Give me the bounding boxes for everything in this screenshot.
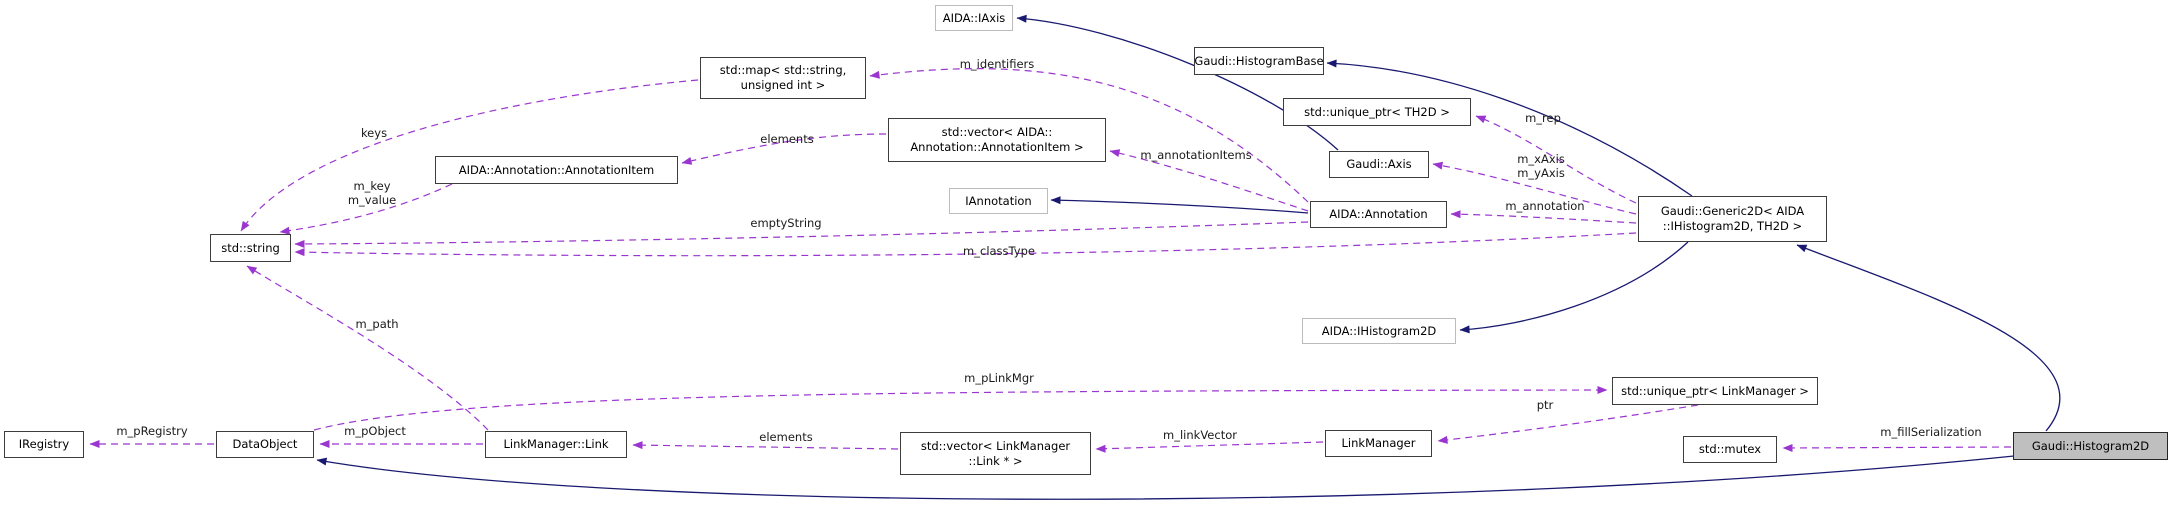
- edge-label-keys: keys: [360, 126, 388, 140]
- edge-keys: [240, 79, 699, 232]
- node-linkmanager[interactable]: LinkManager: [1325, 430, 1432, 457]
- edge-label-m-identifiers: m_identifiers: [959, 57, 1035, 71]
- edge-m-xaxis-m-yaxis: [1432, 161, 1637, 215]
- node-gaudi-generic2d[interactable]: Gaudi::Generic2D< AIDA ::IHistogram2D, T…: [1638, 196, 1827, 242]
- node-annotationitem[interactable]: AIDA::Annotation::AnnotationItem: [435, 156, 678, 184]
- edge-label-ptr: ptr: [1536, 398, 1554, 412]
- edge-label-m-pobject: m_pObject: [344, 424, 406, 438]
- node-gaudi-axis[interactable]: Gaudi::Axis: [1329, 151, 1429, 178]
- edge-m-annotationitems: [1109, 149, 1309, 212]
- edge-label-m-key-m-value: m_key m_value: [347, 179, 397, 208]
- node-std-map[interactable]: std::map< std::string, unsigned int >: [700, 57, 866, 99]
- edge-label-emptystring: emptyString: [750, 216, 822, 230]
- edge-label-elements-bottom: elements: [759, 430, 813, 444]
- edge-m-fillserialization: [1782, 443, 2012, 452]
- edge-m-linkvector: [1095, 441, 1324, 453]
- node-aida-ihistogram2d: AIDA::IHistogram2D: [1302, 318, 1456, 344]
- node-vector-linkmanager-link[interactable]: std::vector< LinkManager ::Link * >: [900, 432, 1091, 475]
- edge-label-m-plinkmgr: m_pLinkMgr: [964, 371, 1034, 385]
- edge-label-m-linkvector: m_linkVector: [1163, 428, 1237, 442]
- edge-ptr: [1437, 404, 1699, 444]
- edge-generic2d-to-histogrambase: [1326, 59, 1693, 197]
- node-dataobject[interactable]: DataObject: [216, 431, 314, 458]
- edge-elements-annotationitem: [681, 133, 887, 165]
- edge-emptystring: [294, 221, 1309, 248]
- node-aida-iaxis: AIDA::IAxis: [935, 5, 1013, 31]
- edge-annotation-to-iannotation: [1050, 196, 1309, 214]
- edge-generic2d-to-ihistogram2d: [1459, 241, 1689, 334]
- edge-m-identifiers: [869, 68, 1309, 203]
- node-gaudi-histogram2d: Gaudi::Histogram2D: [2013, 432, 2168, 460]
- node-std-string[interactable]: std::string: [210, 234, 291, 262]
- edge-m-annotation: [1450, 210, 1637, 224]
- node-iannotation: IAnnotation: [949, 188, 1048, 214]
- edge-label-m-annotation: m_annotation: [1505, 199, 1585, 213]
- node-std-unique-ptr-th2d[interactable]: std::unique_ptr< TH2D >: [1283, 98, 1471, 126]
- edge-m-plinkmgr: [313, 386, 1608, 431]
- node-iregistry[interactable]: IRegistry: [4, 431, 84, 458]
- node-linkmanager-link[interactable]: LinkManager::Link: [485, 431, 627, 458]
- edge-label-elements-top: elements: [760, 132, 814, 146]
- edge-label-m-path: m_path: [355, 317, 399, 331]
- edge-m-rep: [1475, 115, 1637, 204]
- edge-histogram2d-to-generic2d: [1796, 244, 2061, 432]
- node-unique-ptr-linkmanager[interactable]: std::unique_ptr< LinkManager >: [1612, 377, 1818, 405]
- node-aida-annotation[interactable]: AIDA::Annotation: [1310, 201, 1447, 228]
- node-gaudi-histogrambase[interactable]: Gaudi::HistogramBase: [1194, 47, 1324, 75]
- edge-label-m-rep: m_rep: [1525, 111, 1561, 125]
- edge-label-m-classtype: m_classType: [963, 244, 1035, 258]
- edge-m-key-m-value: [279, 183, 453, 235]
- edge-m-classtype: [294, 232, 1637, 257]
- node-std-mutex[interactable]: std::mutex: [1683, 436, 1777, 463]
- edge-label-m-xaxis-m-yaxis: m_xAxis m_yAxis: [1517, 152, 1565, 181]
- edge-label-m-fillserialization: m_fillSerialization: [1880, 425, 1982, 439]
- node-vector-annotationitem[interactable]: std::vector< AIDA:: Annotation::Annotati…: [888, 118, 1106, 162]
- edge-label-m-pregistry: m_pRegistry: [116, 424, 188, 438]
- edge-m-path: [246, 265, 489, 431]
- edge-elements-link: [632, 441, 899, 450]
- edge-label-m-annotationitems: m_annotationItems: [1140, 148, 1252, 162]
- edge-histogram2d-to-dataobject: [316, 455, 2015, 500]
